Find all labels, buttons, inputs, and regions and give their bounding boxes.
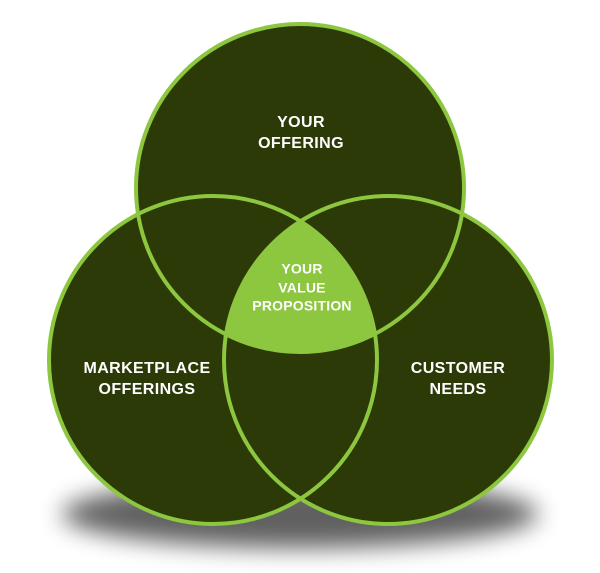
label-your-value-proposition: YOUR VALUE PROPOSITION: [252, 260, 352, 314]
circle-your-offering-outline: [134, 22, 466, 354]
label-marketplace-offerings: MARKETPLACE OFFERINGS: [83, 360, 211, 398]
label-your-offering: YOUR OFFERING: [258, 114, 344, 152]
label-customer-needs: CUSTOMER NEEDS: [410, 360, 506, 398]
circle-marketplace-offerings-outline: [47, 194, 379, 526]
circle-customer-needs-outline: [222, 194, 554, 526]
